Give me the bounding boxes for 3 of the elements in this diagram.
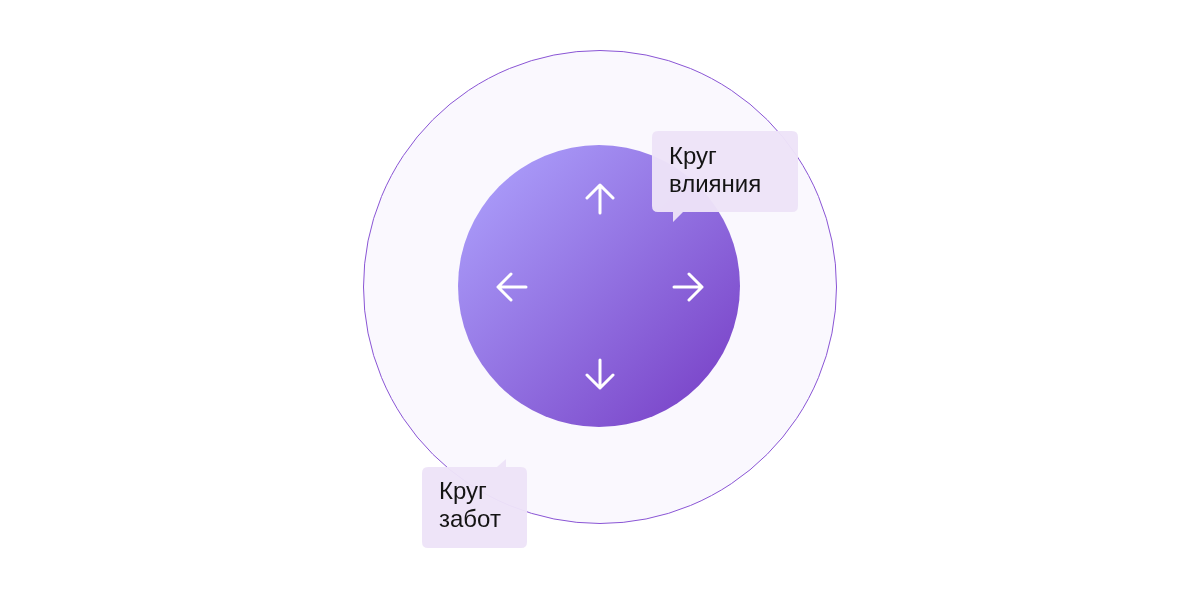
bubble-label: Круг забот bbox=[439, 477, 502, 533]
bubble-label: Круг влияния bbox=[669, 142, 763, 198]
speech-bubble bbox=[422, 459, 527, 548]
